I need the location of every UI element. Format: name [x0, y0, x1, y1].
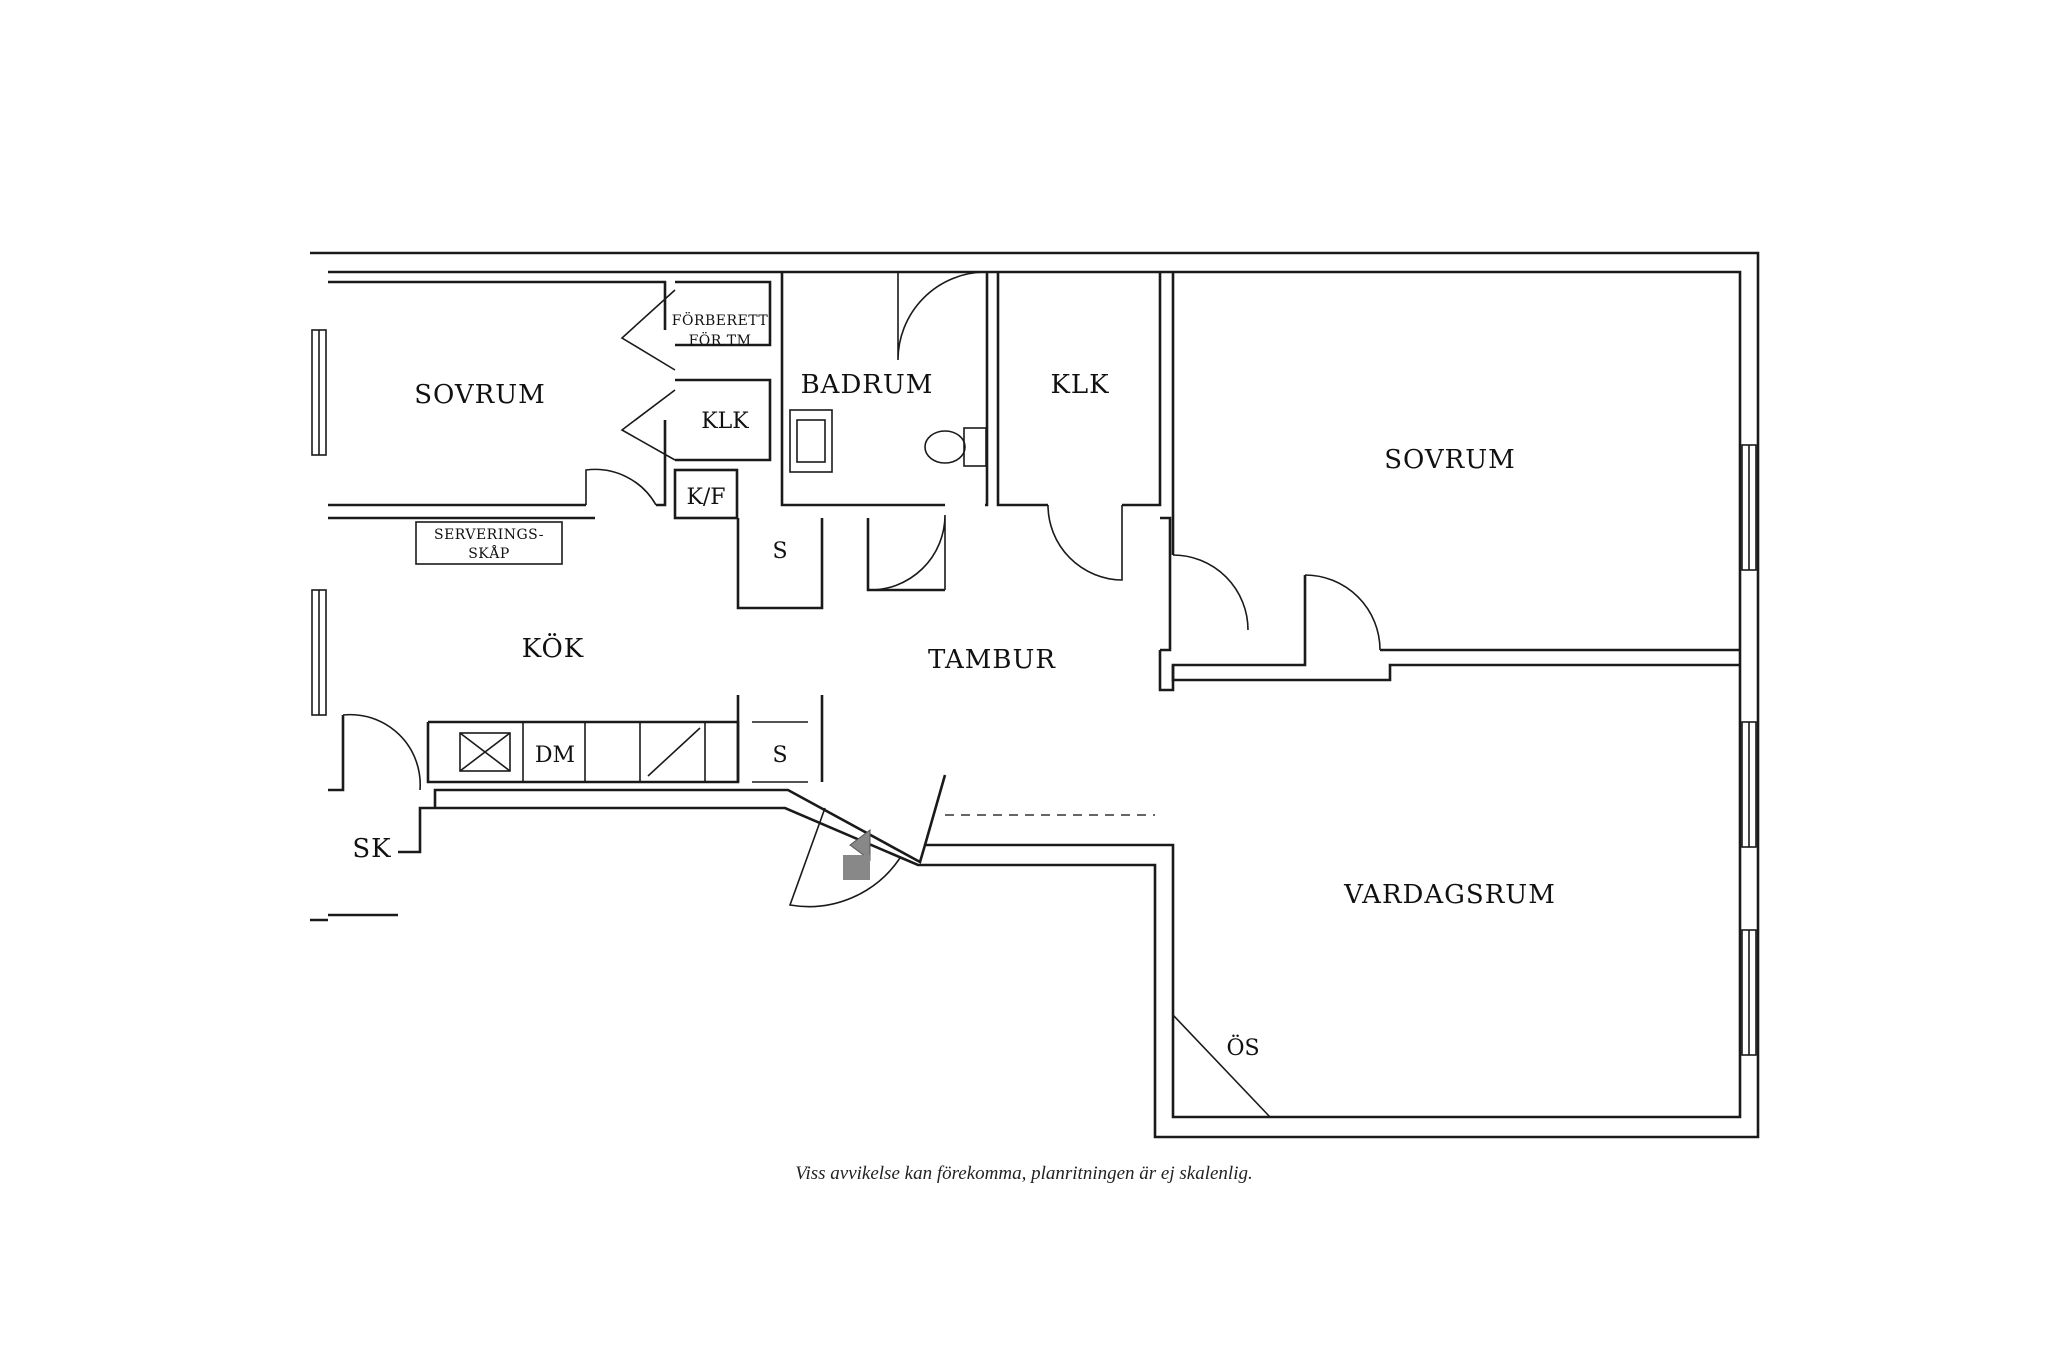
label-serverings-line1: SERVERINGS- — [434, 527, 544, 543]
window-left-upper — [311, 329, 327, 456]
label-s-lower: S — [772, 743, 787, 768]
window-right-2 — [1741, 721, 1757, 848]
window-right-1 — [1741, 444, 1757, 571]
label-sovrum-left: SOVRUM — [414, 380, 546, 410]
outer-walls — [310, 251, 1760, 1139]
label-tambur: TAMBUR — [928, 645, 1056, 675]
label-klk-center: KLK — [1050, 370, 1109, 400]
closet-klk-walls — [996, 272, 1162, 507]
label-dm: DM — [535, 743, 575, 768]
living-room-details — [1172, 1014, 1271, 1118]
label-serverings-line2: SKÅP — [468, 544, 510, 562]
label-sk: SK — [352, 834, 391, 864]
entrance-arrow-icon — [849, 829, 871, 861]
label-kf: K/F — [686, 485, 725, 510]
window-left-lower — [311, 589, 327, 716]
bedroom-left-walls — [328, 280, 667, 520]
bedroom-right-walls — [1158, 272, 1740, 692]
closets-top — [620, 280, 772, 520]
corridor-walls — [736, 504, 1172, 652]
label-forberett-line2: FÖR TM — [689, 331, 752, 349]
label-os: ÖS — [1226, 1034, 1259, 1061]
label-s-upper: S — [772, 539, 787, 564]
closet-sk-walls — [328, 713, 421, 917]
label-vardagsrum: VARDAGSRUM — [1343, 880, 1556, 910]
label-klk-small: KLK — [701, 409, 749, 434]
bathroom-walls — [780, 271, 989, 507]
entrance-door — [788, 774, 1155, 908]
window-right-3 — [1741, 929, 1757, 1056]
kitchen-counter — [426, 695, 824, 784]
disclaimer-text: Viss avvikelse kan förekomma, planritnin… — [795, 1163, 1253, 1184]
label-kok: KÖK — [522, 632, 584, 664]
label-forberett-line1: FÖRBERETT — [672, 311, 769, 329]
label-badrum: BADRUM — [801, 370, 934, 400]
label-sovrum-right: SOVRUM — [1384, 445, 1516, 475]
